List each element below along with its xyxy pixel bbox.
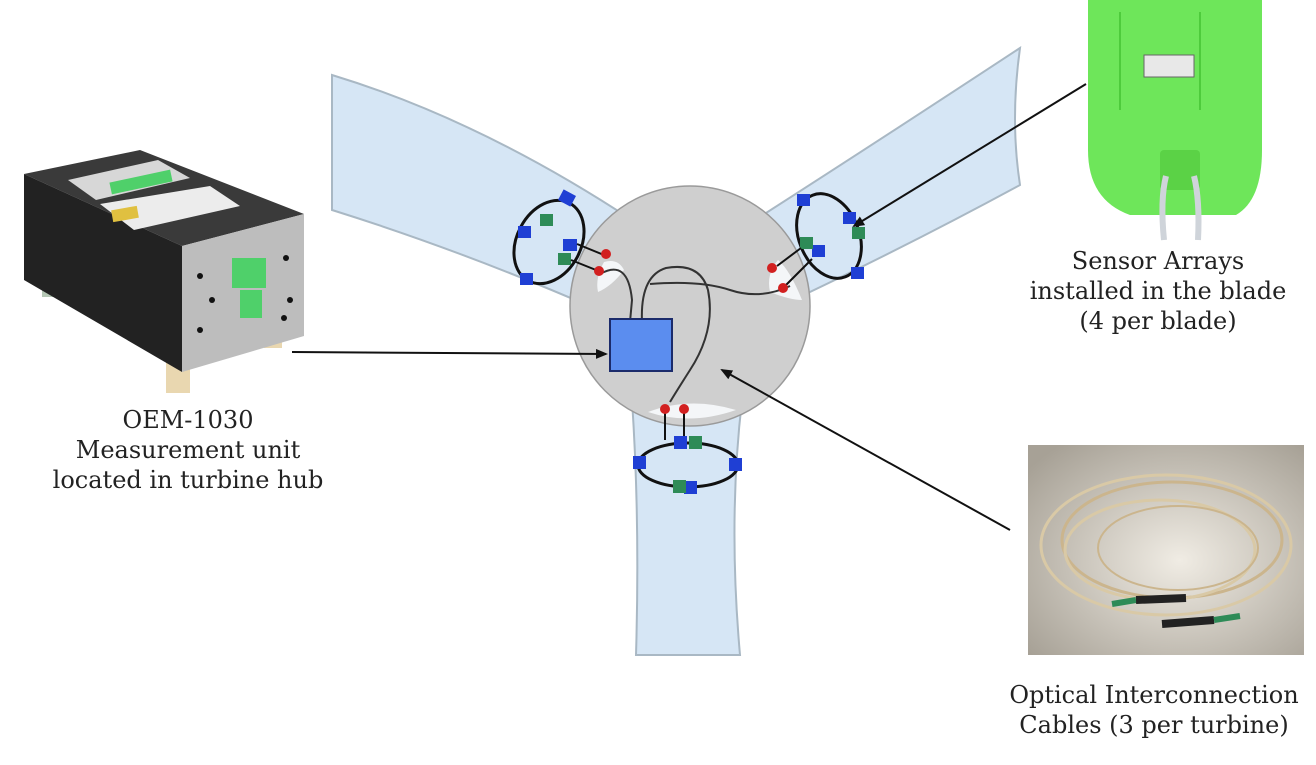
caption-line: installed in the blade: [1029, 277, 1287, 305]
caption-line: Cables (3 per turbine): [1019, 711, 1289, 739]
arrow-to-sensor-array: [852, 83, 1087, 228]
measurement-unit-caption: OEM-1030 Measurement unit located in tur…: [28, 405, 348, 495]
hub-root-cap-bottom: [648, 403, 736, 419]
sensor-arrays-caption: Sensor Arrays installed in the blade (4 …: [1000, 246, 1316, 336]
caption-line: OEM-1030: [122, 406, 254, 434]
optical-cables-caption: Optical Interconnection Cables (3 per tu…: [992, 680, 1316, 740]
caption-line: Measurement unit: [75, 436, 301, 464]
arrow-to-optical-cables: [720, 369, 1011, 531]
caption-line: (4 per blade): [1079, 307, 1237, 335]
arrow-to-measurement-unit: [291, 348, 608, 359]
internal-cables: [599, 266, 791, 403]
sensor-ring-left: [512, 189, 611, 286]
green-sensor-array-photo: [1088, 0, 1262, 241]
caption-line: Optical Interconnection: [1009, 681, 1299, 709]
oem-1030-device-photo: [24, 150, 304, 393]
coiled-optical-cable-photo: [1028, 445, 1304, 655]
caption-line: Sensor Arrays: [1071, 247, 1245, 275]
hub-root-cap-left: [597, 261, 624, 292]
caption-line: located in turbine hub: [52, 466, 324, 494]
sensor-ring-bottom: [633, 404, 742, 494]
blade-upper-right: [750, 45, 1022, 312]
blades: [331, 45, 1022, 656]
turbine-hub: [569, 185, 811, 427]
measurement-unit-box: [609, 318, 673, 372]
